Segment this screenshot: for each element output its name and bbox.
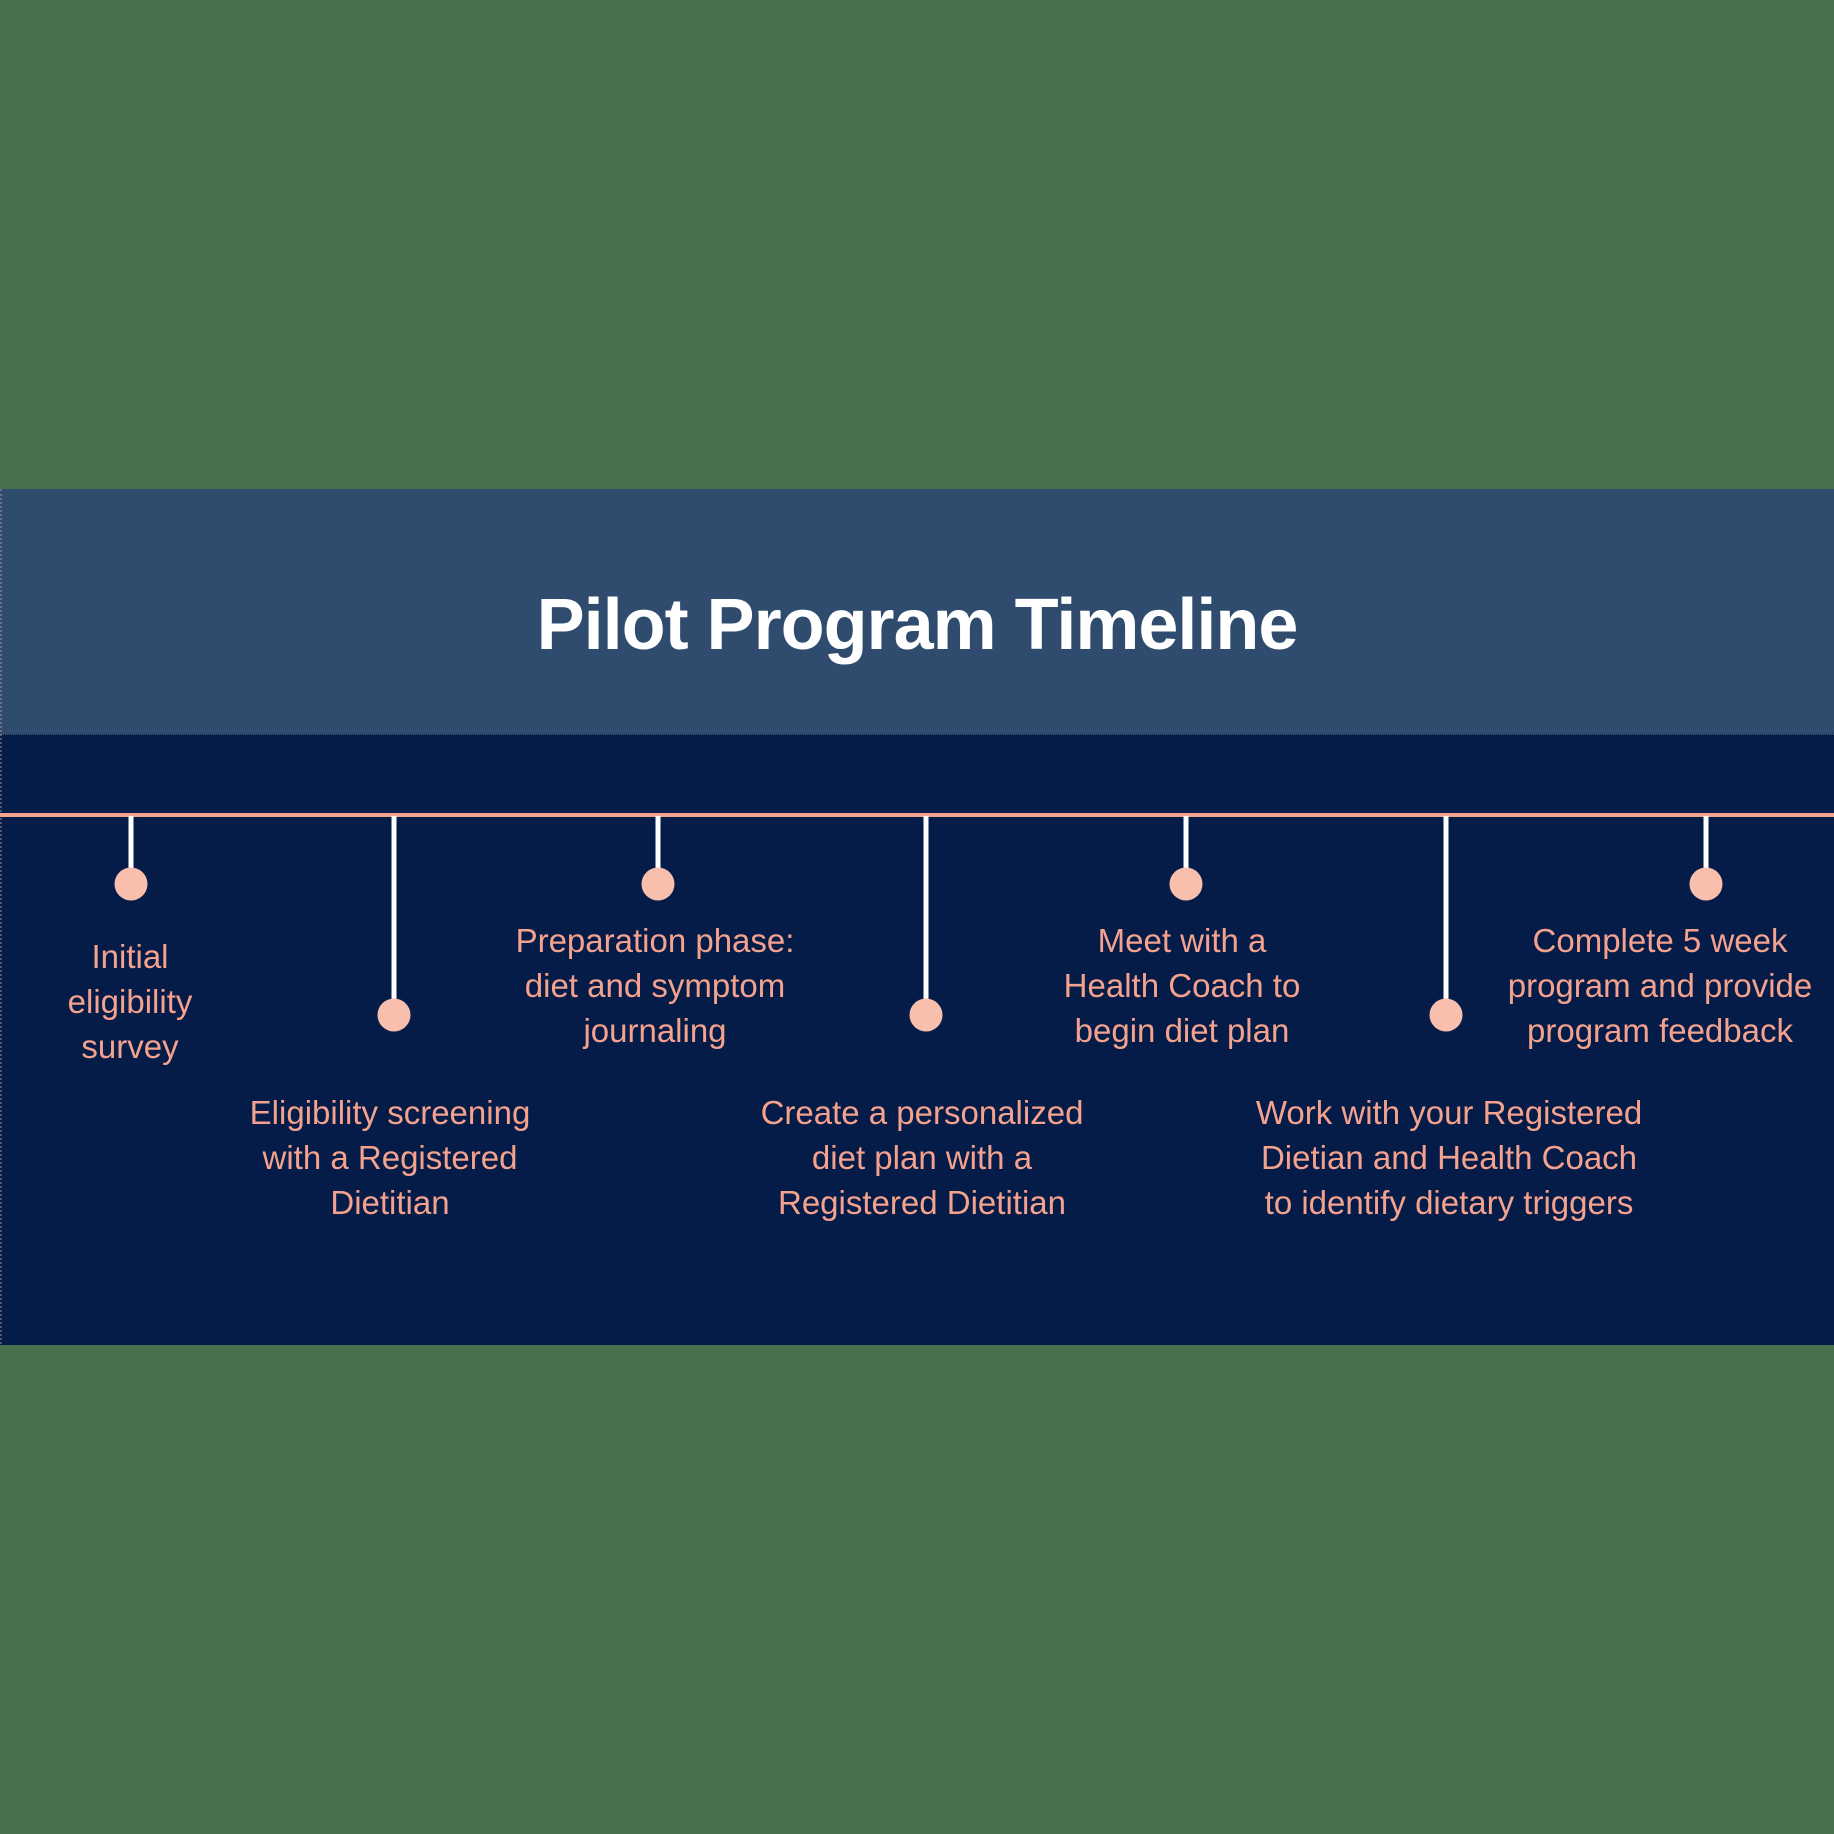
timeline-label-line: Registered Dietitian	[778, 1184, 1066, 1221]
timeline-label-line: eligibility	[67, 983, 193, 1020]
timeline-label-line: diet and symptom	[524, 967, 786, 1004]
timeline-dot	[909, 998, 943, 1032]
timeline-label-line: Dietian and Health Coach	[1260, 1139, 1638, 1176]
timeline-dot	[1429, 998, 1463, 1032]
timeline-label-line: Work with your Registered	[1255, 1094, 1643, 1131]
timeline-label: Initial eligibility survey	[0, 934, 300, 1069]
connector-line	[1703, 816, 1709, 868]
connector-line	[923, 816, 929, 999]
timeline-label-line: Complete 5 week	[1532, 922, 1788, 959]
connector-line	[128, 816, 134, 868]
timeline-label: Preparation phase: diet and symptom journa…	[465, 918, 845, 1053]
timeline-dot	[114, 867, 148, 901]
timeline-label-line: program feedback	[1527, 1012, 1793, 1049]
timeline-dot	[1689, 867, 1723, 901]
timeline-label-line: Initial	[91, 938, 169, 975]
timeline-label-line: Create a personalized	[760, 1094, 1084, 1131]
timeline-label-line: Eligibility screening	[249, 1094, 531, 1131]
timeline-panel	[0, 734, 1834, 1345]
timeline-dot	[641, 867, 675, 901]
header-band: Pilot Program Timeline	[0, 489, 1834, 734]
connector-line	[391, 816, 397, 999]
connector-line	[1183, 816, 1189, 868]
timeline-label: Meet with a Health Coach to begin diet pla…	[1012, 918, 1352, 1053]
timeline-label-line: to identify dietary triggers	[1264, 1184, 1634, 1221]
timeline-axis-line	[0, 813, 1834, 817]
selection-dashes-artifact	[0, 489, 2, 1344]
page-title: Pilot Program Timeline	[536, 584, 1299, 665]
timeline-label-line: Meet with a	[1097, 922, 1267, 959]
timeline-label: Complete 5 week program and provide progra…	[1490, 918, 1830, 1053]
timeline-dot	[377, 998, 411, 1032]
timeline-label-line: Preparation phase:	[515, 922, 795, 959]
timeline-label: Create a personalized diet plan with a Reg…	[722, 1090, 1122, 1225]
timeline-label-line: begin diet plan	[1074, 1012, 1290, 1049]
timeline-label-line: diet plan with a	[811, 1139, 1033, 1176]
timeline-label-line: program and provide	[1507, 967, 1813, 1004]
timeline-label-line: Health Coach to	[1063, 967, 1301, 1004]
connector-line	[1443, 816, 1449, 999]
timeline-label-line: journaling	[583, 1012, 727, 1049]
timeline-label-line: with a Registered	[262, 1139, 518, 1176]
timeline-label-line: Dietitian	[330, 1184, 450, 1221]
connector-line	[655, 816, 661, 868]
timeline-label-line: survey	[81, 1028, 179, 1065]
timeline-dot	[1169, 867, 1203, 901]
